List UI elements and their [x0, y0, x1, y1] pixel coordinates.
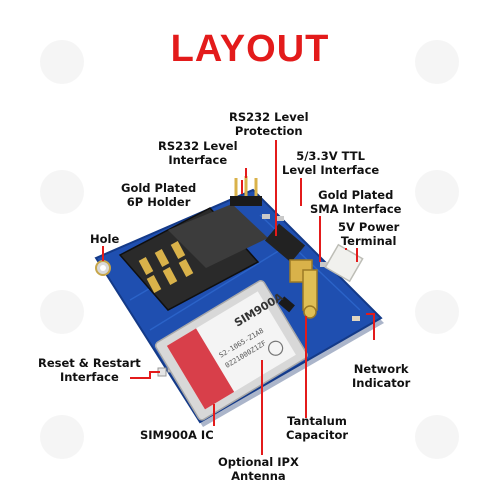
label-line: SMA Interface — [310, 202, 402, 216]
label-line: Gold Plated — [318, 188, 394, 202]
network-led — [352, 316, 360, 321]
protection-ic — [264, 223, 306, 263]
label-line: 5V Power — [338, 220, 400, 234]
sim-card-holder — [118, 204, 268, 311]
page-title: LAYOUT — [170, 28, 330, 70]
label-line: Terminal — [340, 234, 397, 248]
label-ipx-antenna: Optional IPX Antenna — [218, 455, 299, 483]
label-line: Capacitor — [286, 428, 349, 442]
label-line: 5/3.3V TTL — [296, 149, 365, 163]
header-pins — [230, 176, 262, 206]
label-line: Level Interface — [282, 163, 380, 177]
label-line: RS232 Level — [229, 110, 309, 124]
leader-lines — [102, 140, 375, 455]
watermark-circle — [40, 40, 84, 84]
watermark-circle — [40, 170, 84, 214]
label-line: Gold Plated — [121, 181, 197, 195]
watermark-circle — [415, 290, 459, 334]
label-line: 6P Holder — [126, 195, 191, 209]
label-line: Antenna — [231, 469, 286, 483]
sim900a-chip: SIM900A S2-1065-Z1A8 0Z21000Z1ZF — [154, 280, 308, 421]
power-terminal — [324, 243, 364, 283]
label-line: Reset & Restart — [38, 356, 141, 370]
label-line: Interface — [168, 153, 228, 167]
watermark-circle — [415, 415, 459, 459]
label-line: RS232 Level — [158, 139, 238, 153]
label-line: SIM900A IC — [140, 428, 214, 442]
label-rs232-interface: RS232 Level Interface — [158, 139, 238, 167]
label-line: Indicator — [352, 376, 411, 390]
label-line: Optional IPX — [218, 455, 299, 469]
label-reset-restart: Reset & Restart Interface — [38, 356, 141, 384]
label-network-indicator: Network Indicator — [352, 362, 410, 390]
watermark-circle — [40, 290, 84, 334]
label-line: Protection — [234, 124, 303, 138]
label-gold-6p-holder: Gold Plated 6P Holder — [121, 181, 196, 209]
label-rs232-protection: RS232 Level Protection — [229, 110, 309, 138]
tantalum-capacitor — [278, 296, 295, 313]
label-gold-sma: Gold Plated SMA Interface — [310, 188, 401, 216]
label-line: Network — [353, 362, 409, 376]
label-sim900a-ic: SIM900A IC — [140, 428, 214, 442]
label-line: Interface — [59, 370, 119, 384]
sma-connector — [289, 259, 318, 319]
label-ttl-interface: 5/3.3V TTL Level Interface — [282, 149, 379, 177]
label-line: Tantalum — [287, 414, 347, 428]
label-tantalum: Tantalum Capacitor — [286, 414, 348, 442]
watermark-circle — [40, 415, 84, 459]
watermark-circle — [415, 170, 459, 214]
label-power-terminal: 5V Power Terminal — [338, 220, 399, 248]
label-hole: Hole — [90, 232, 119, 246]
watermark-circle — [415, 40, 459, 84]
label-line: Hole — [90, 232, 120, 246]
